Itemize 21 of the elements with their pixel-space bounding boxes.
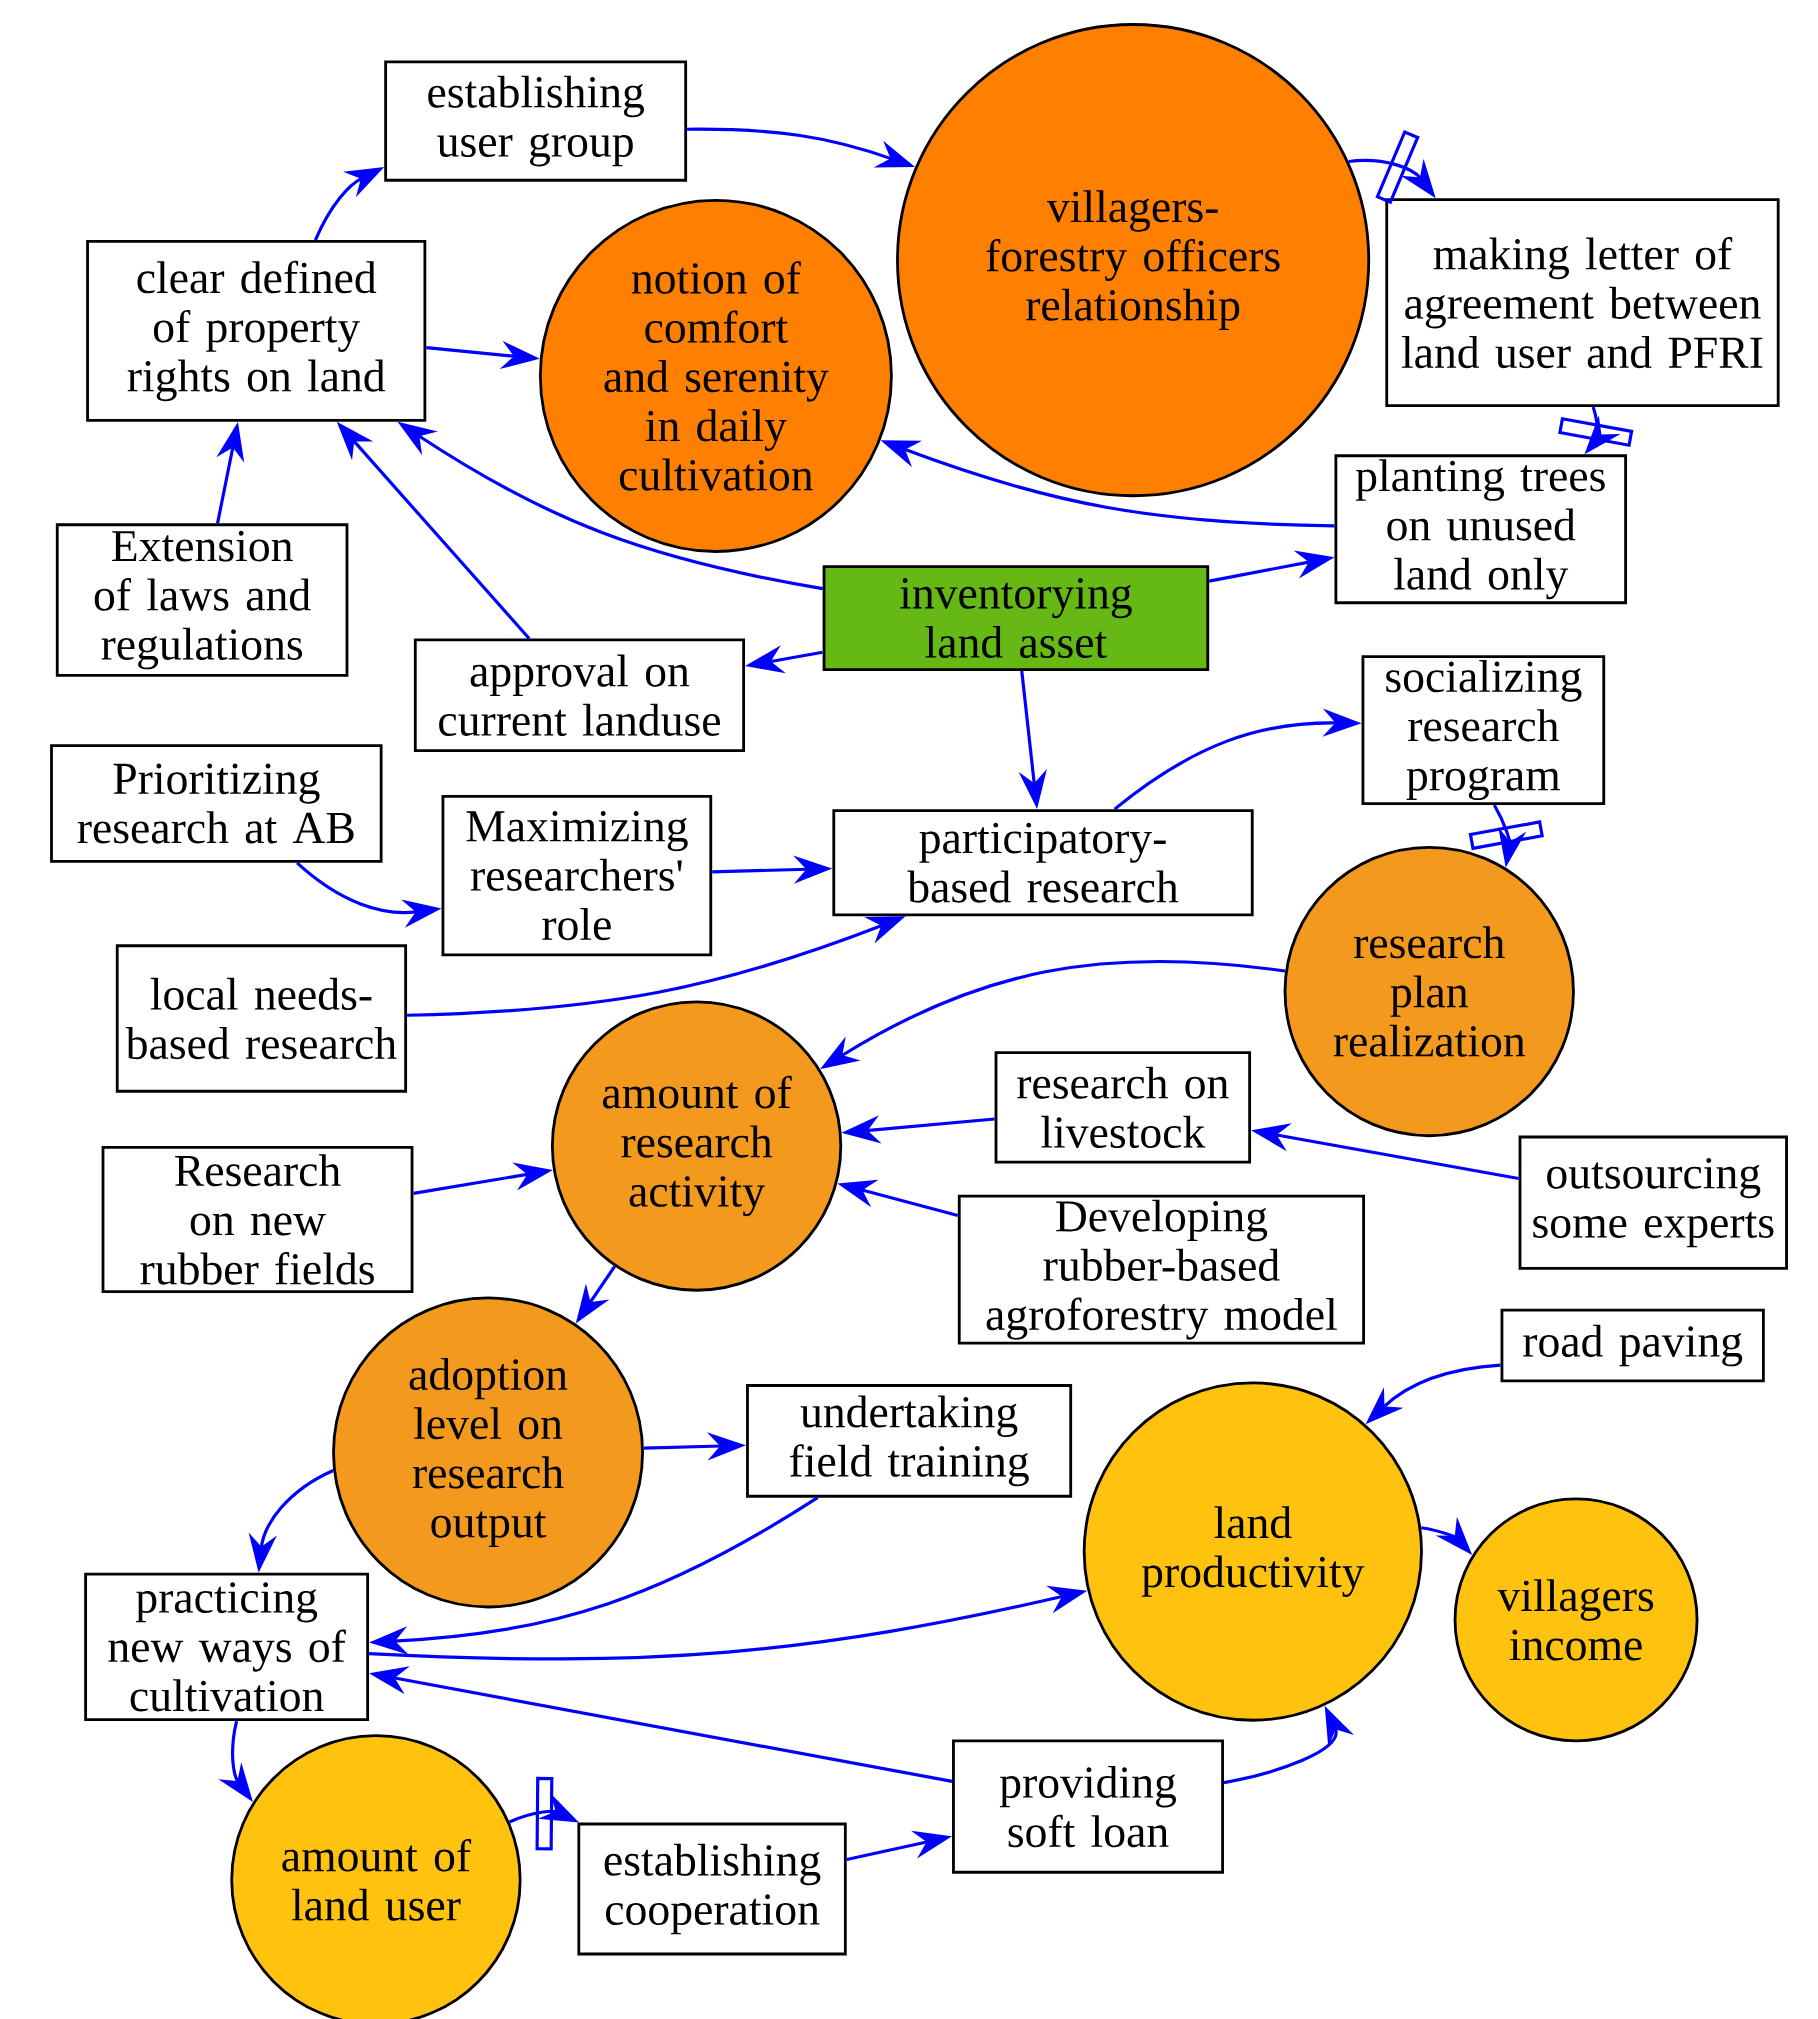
- process-box: establishing cooperation: [577, 1822, 847, 1956]
- process-box: establishing user group: [384, 60, 688, 182]
- process-box: inventorying land asset: [822, 565, 1210, 671]
- process-box: local needs-based research: [115, 944, 408, 1093]
- process-box: Extension of laws and regulations: [55, 523, 349, 677]
- process-box: making letter of agreement between land user and PFRI: [1385, 198, 1780, 408]
- process-box: Maximizing researchers' role: [441, 795, 713, 957]
- process-box: undertaking field training: [746, 1384, 1073, 1498]
- process-box: socializing research program: [1361, 655, 1606, 805]
- process-box: Research on new rubber fields: [101, 1145, 414, 1293]
- process-box: research on livestock: [994, 1051, 1251, 1164]
- process-box: planting trees on unused land only: [1334, 454, 1627, 605]
- process-box: road paving: [1500, 1308, 1765, 1383]
- process-box: clear defined of property rights on land: [86, 240, 427, 422]
- process-box: providing soft loan: [952, 1739, 1224, 1874]
- process-box: practicing new ways of cultivation: [84, 1572, 369, 1722]
- process-box: Developing rubber-based agroforestry model: [957, 1194, 1365, 1345]
- process-box: Prioritizing research at AB: [50, 744, 383, 863]
- process-box: outsourcing some experts: [1518, 1135, 1788, 1270]
- process-box: approval on current landuse: [413, 638, 745, 753]
- process-box: participatory-based research: [832, 809, 1254, 917]
